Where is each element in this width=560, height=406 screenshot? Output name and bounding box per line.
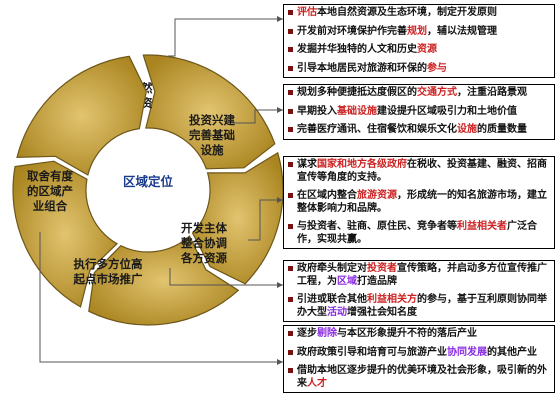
- body-text: ，注重沿路景观: [457, 87, 527, 98]
- segment-label-line: 的区域产: [27, 184, 73, 198]
- body-text: 逐步: [297, 328, 317, 339]
- highlighted-text: 活动: [327, 306, 347, 318]
- body-text: 本地自然资源及生态环境，制定开发原则: [317, 7, 497, 18]
- body-text: 的质量数量: [477, 124, 527, 135]
- highlighted-text: 区域: [337, 275, 357, 287]
- highlighted-text: 交通方式: [417, 87, 457, 98]
- body-text: 早期投入: [297, 105, 337, 117]
- bullet-item: 发掘并华独特的人文和历史资源: [288, 44, 550, 57]
- body-text: 的参与，基于互利原则协同举办大型: [297, 294, 547, 318]
- bullet-item: 谋求国家和地方各级政府在税收、投资基建、融资、招商宣传等角度的支持。: [288, 159, 550, 184]
- bullet-item: 政府牵头制定对投资者宣传策略，并启动多方位宣传推广工程，为区域打造品牌: [288, 263, 550, 288]
- segment-arrow-shape: [191, 151, 284, 285]
- bullet-item: 逐步剔除与本区形象提升不符的落后产业: [288, 328, 550, 341]
- bullet-item: 评估本地自然资源及生态环境，制定开发原则: [288, 7, 550, 20]
- bullet-item: 借助本地区逐步提升的优美环境及社会形象，吸引新的外来人才: [288, 365, 550, 390]
- highlighted-text: 协同发展: [447, 346, 487, 358]
- highlighted-text: 设施: [457, 124, 477, 135]
- cycle-diagram: 保护生态自然和人文历史资产投资兴建完善基础设施开发主体整合协调各方资源执行多方位…: [12, 16, 284, 365]
- connector-develop: [248, 199, 283, 241]
- body-text: 发掘并华独特的人文和历史: [297, 44, 417, 55]
- highlighted-text: 规划: [407, 25, 427, 37]
- connector-invest: [232, 109, 283, 124]
- highlighted-text: 剔除: [317, 328, 337, 339]
- connector-protect: [168, 18, 283, 57]
- body-text: 政府牵头制定对: [297, 263, 367, 274]
- highlighted-text: 利益相关者: [457, 221, 507, 232]
- box-protect: 评估本地自然资源及生态环境，制定开发原则开发前对环境保护作完善规划，辅以法规管理…: [283, 4, 555, 78]
- segment-label-line: 业组合: [33, 199, 68, 213]
- bullet-item: 引导本地居民对旅游和环保的参与: [288, 63, 550, 76]
- segment-label-line: 设施: [201, 143, 224, 157]
- body-text: 打造品牌: [357, 275, 397, 287]
- segment-arrow-shape: [16, 55, 147, 176]
- box-industry: 逐步剔除与本区形象提升不符的落后产业政府政策引导和培育可与旅游产业协同发展的其他…: [283, 325, 555, 393]
- highlighted-text: 基础设施: [337, 105, 377, 117]
- box-promote: 政府牵头制定对投资者宣传策略，并启动多方位宣传推广工程，为区域打造品牌引进或联合…: [283, 260, 555, 322]
- body-text: 广泛合作，实现共赢。: [297, 221, 537, 245]
- segment-arrow-shape: [12, 160, 118, 308]
- connector-arrowhead: [277, 107, 283, 113]
- body-text: 在税收、投资基建、融资、招商宣传等角度的支持。: [297, 159, 547, 183]
- body-text: 规划多种便捷抵达度假区的: [297, 87, 417, 98]
- body-text: 引导本地居民对旅游和环保的: [297, 62, 427, 74]
- bullet-item: 引进或联合其他利益相关方的参与，基于互利原则协同举办大型活动增强社会知名度: [288, 294, 550, 319]
- bullet-item: 开发前对环境保护作完善规划，辅以法规管理: [288, 26, 550, 39]
- segment-label-line: 执行多方位高: [74, 257, 143, 271]
- segment-label-line: 完善基础: [189, 128, 235, 142]
- segment-arrow-shape: [88, 235, 240, 326]
- connector-promote: [169, 268, 283, 286]
- body-text: 建设提升区域吸引力和土地价值: [377, 105, 517, 117]
- highlighted-text: 参与: [427, 62, 447, 74]
- bullet-item: 规划多种便捷抵达度假区的交通方式，注重沿路景观: [288, 87, 550, 100]
- center-label: 区域定位: [123, 174, 174, 189]
- segment-label-line: 取舍有度: [27, 169, 73, 183]
- body-text: ，辅以法规管理: [427, 25, 497, 37]
- body-text: 开发前对环境保护作完善: [297, 25, 407, 37]
- connector-arrowhead: [277, 16, 283, 22]
- body-text: 谋求: [297, 159, 317, 170]
- body-text: ，形成统一的知名旅游市场，建立整体影响力和品牌。: [297, 190, 547, 214]
- bullet-item: 在区域内整合旅游资源，形成统一的知名旅游市场，建立整体影响力和品牌。: [288, 190, 550, 215]
- body-text: 借助本地区逐步提升的优美环境及社会形象，吸引新的外来: [297, 365, 547, 389]
- body-text: 增强社会知名度: [347, 306, 417, 318]
- connector-industry: [39, 232, 283, 363]
- segment-arrow-shape: [142, 54, 276, 170]
- body-text: 完善医疗通讯、住宿餐饮和娱乐文化: [297, 124, 457, 135]
- body-text: 宣传策略，并启动多方位宣传推广工程，为: [297, 263, 547, 287]
- segment-label-line: 整合协调: [180, 236, 227, 250]
- body-text: 政府政策引导和培育可与旅游产业: [297, 346, 447, 358]
- body-text: 与投资者、驻商、原住民、竞争者等: [297, 221, 457, 232]
- body-text: 引进或联合其他: [297, 294, 367, 305]
- highlighted-text: 资源: [417, 44, 437, 55]
- bullet-item: 与投资者、驻商、原住民、竞争者等利益相关者广泛合作，实现共赢。: [288, 221, 550, 246]
- body-text: 在区域内整合: [297, 190, 357, 201]
- highlighted-text: 国家和地方各级政府: [317, 159, 407, 170]
- highlighted-text: 利益相关方: [367, 294, 417, 305]
- box-invest: 规划多种便捷抵达度假区的交通方式，注重沿路景观早期投入基础设施建设提升区域吸引力…: [283, 84, 555, 140]
- body-text: 与本区形象提升不符的落后产业: [337, 328, 477, 339]
- body-text: 的其他产业: [487, 346, 537, 358]
- connector-arrowhead: [277, 197, 283, 203]
- segment-label-line: 开发主体: [181, 221, 227, 235]
- connector-arrowhead: [277, 359, 283, 365]
- highlighted-text: 旅游资源: [357, 190, 397, 201]
- highlighted-text: 评估: [297, 7, 317, 18]
- bullet-item: 早期投入基础设施建设提升区域吸引力和土地价值: [288, 106, 550, 119]
- bullet-item: 完善医疗通讯、住宿餐饮和娱乐文化设施的质量数量: [288, 124, 550, 137]
- connector-arrowhead: [277, 282, 283, 288]
- segment-label-line: 各方资源: [180, 251, 227, 265]
- highlighted-text: 投资者: [367, 263, 397, 274]
- highlighted-text: 人才: [307, 377, 327, 389]
- segment-label-line: 起点市场推广: [73, 272, 143, 286]
- box-develop: 谋求国家和地方各级政府在税收、投资基建、融资、招商宣传等角度的支持。在区域内整合…: [283, 156, 555, 249]
- bullet-item: 政府政策引导和培育可与旅游产业协同发展的其他产业: [288, 347, 550, 360]
- segment-label-line: 投资兴建: [189, 113, 235, 127]
